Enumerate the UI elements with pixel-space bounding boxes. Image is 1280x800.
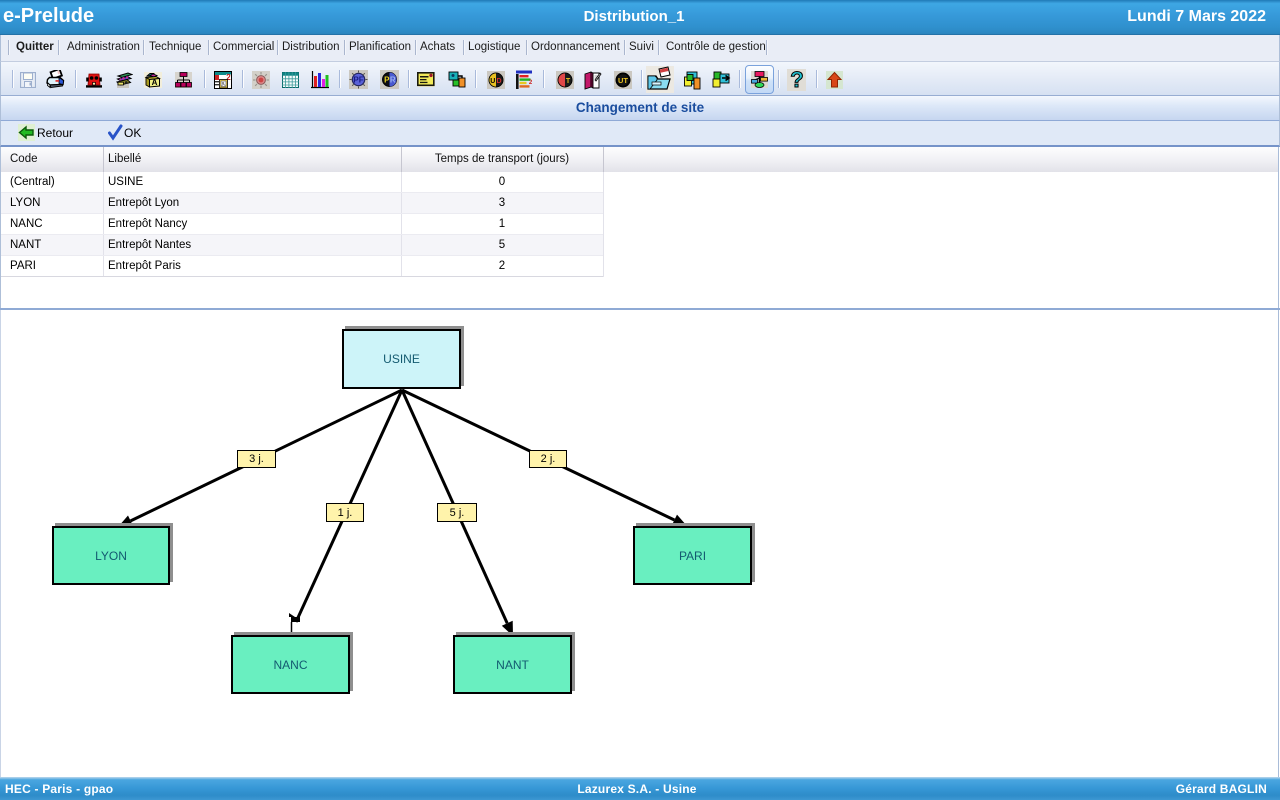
- svg-text:U: U: [490, 78, 495, 85]
- svg-text:D: D: [496, 78, 501, 85]
- svg-text:A: A: [152, 78, 158, 87]
- svg-text:R: R: [390, 76, 396, 85]
- svg-text:?: ?: [790, 69, 803, 91]
- svg-text:UT: UT: [618, 76, 628, 85]
- svg-text:P: P: [384, 76, 390, 85]
- svg-text:2: 2: [226, 73, 231, 82]
- svg-text:PF: PF: [353, 76, 363, 85]
- svg-text:T: T: [566, 78, 571, 85]
- svg-text:2: 2: [529, 80, 533, 86]
